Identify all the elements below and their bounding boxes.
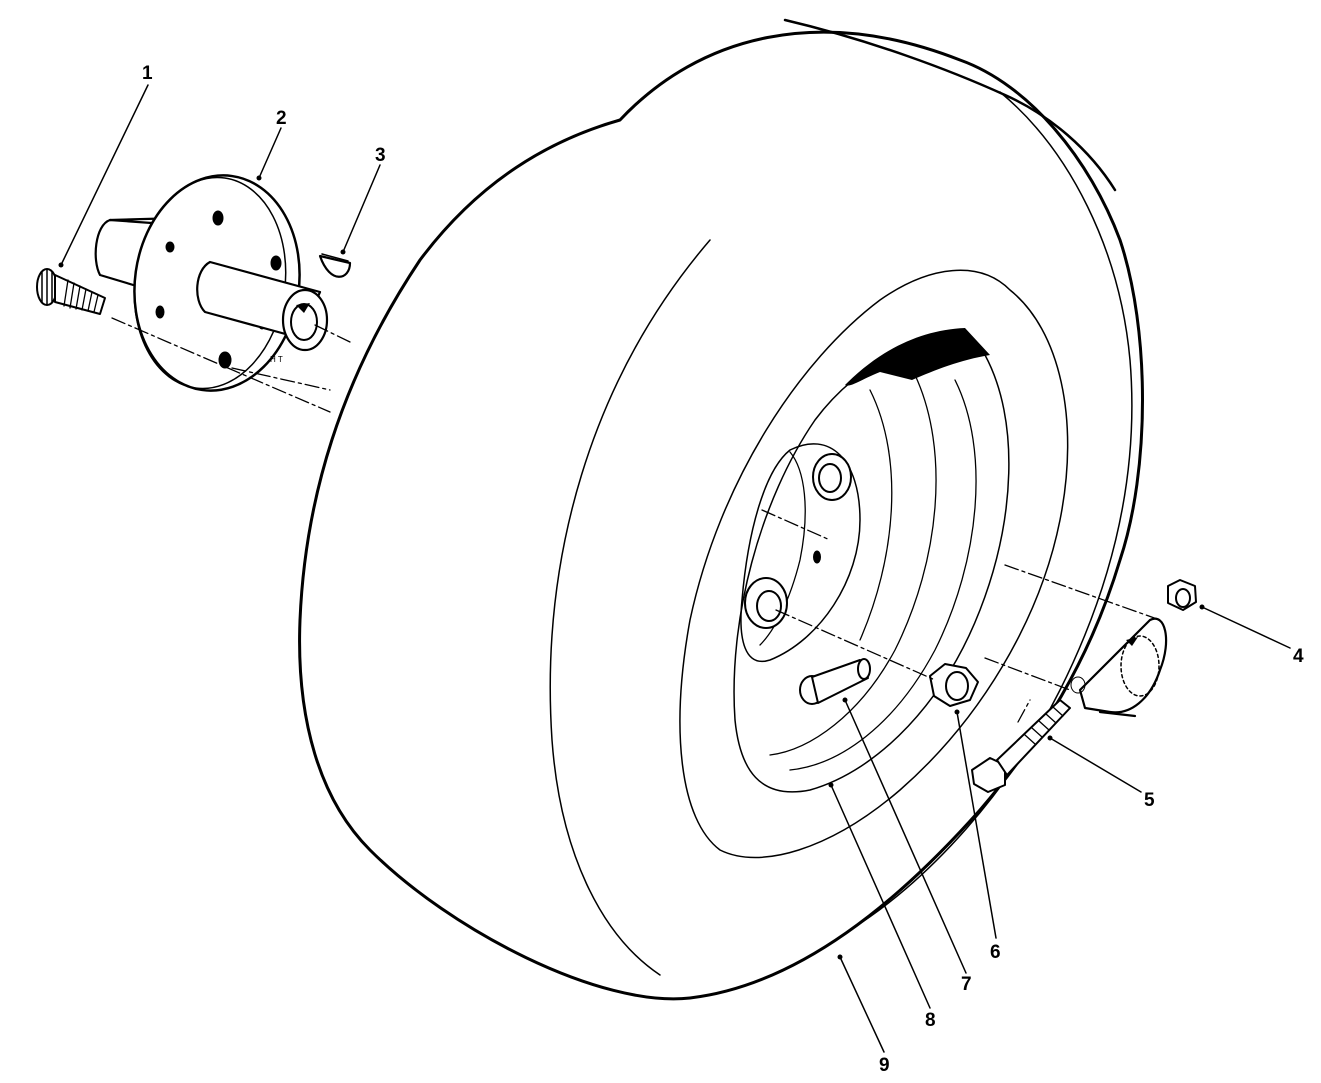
hub-assembly: H T bbox=[94, 174, 329, 392]
wheel-bolt bbox=[36, 268, 106, 315]
callout-label-9: 9 bbox=[879, 1055, 890, 1076]
callout-label-8: 8 bbox=[925, 1010, 936, 1031]
spacer-tube bbox=[1070, 617, 1168, 718]
valve-stem bbox=[799, 658, 871, 705]
callout-leaders bbox=[60, 84, 1291, 1053]
hub-marking: H T bbox=[270, 355, 283, 364]
callout-label-1: 1 bbox=[142, 63, 153, 84]
callout-label-7: 7 bbox=[961, 974, 972, 995]
callout-leader-dots bbox=[58, 175, 1205, 960]
lock-nut bbox=[1167, 579, 1197, 611]
hex-nut bbox=[929, 663, 979, 707]
rim-shadow bbox=[845, 328, 990, 386]
woodruff-key bbox=[318, 253, 352, 278]
callout-label-3: 3 bbox=[375, 145, 386, 166]
rim bbox=[733, 328, 1010, 793]
hex-bolt bbox=[971, 699, 1071, 793]
assembly-center-lines bbox=[111, 317, 1161, 723]
tire bbox=[298, 18, 1144, 1001]
callout-labels: 1 2 3 4 5 6 7 8 9 bbox=[142, 63, 1304, 1076]
callout-label-2: 2 bbox=[276, 108, 287, 129]
rim-lug-hole-lower bbox=[744, 577, 788, 629]
rim-lug-nut-upper bbox=[812, 453, 852, 501]
callout-label-6: 6 bbox=[990, 942, 1001, 963]
callout-label-4: 4 bbox=[1293, 646, 1304, 667]
callout-label-5: 5 bbox=[1144, 790, 1155, 811]
